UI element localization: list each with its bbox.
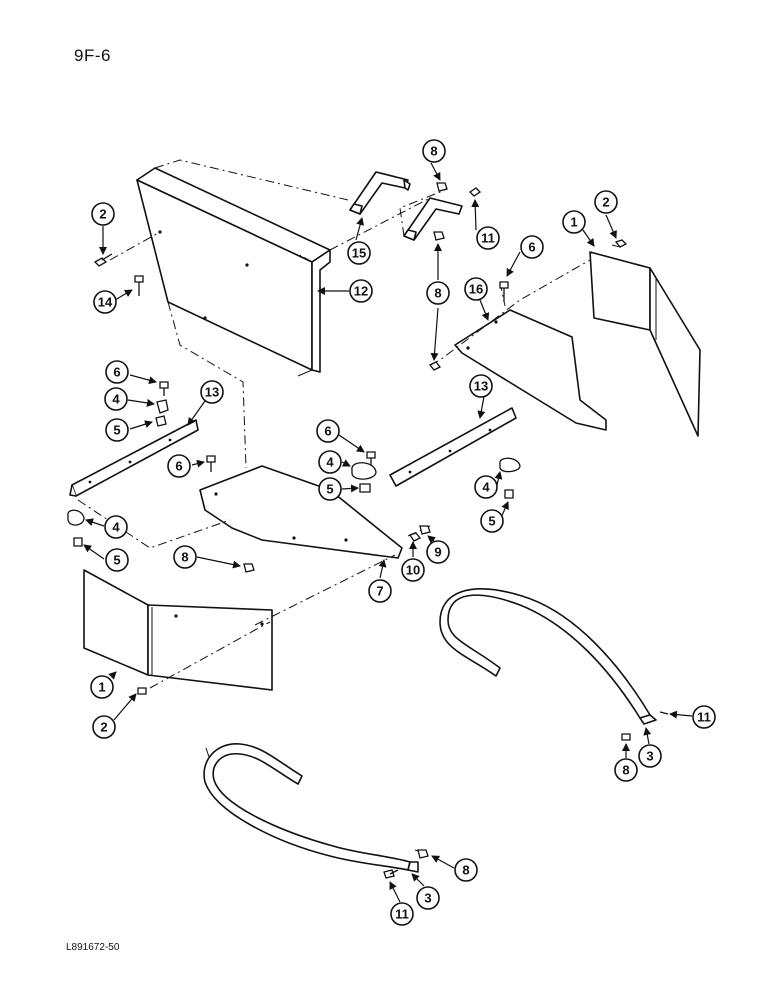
svg-text:13: 13 <box>474 379 488 394</box>
callout-6: 6 <box>167 454 191 478</box>
callout-5: 5 <box>480 509 504 533</box>
svg-text:5: 5 <box>488 514 495 529</box>
callout-13: 13 <box>200 380 224 404</box>
svg-text:2: 2 <box>602 195 609 210</box>
bracket-part-16 <box>454 309 607 431</box>
bracket-part-7 <box>199 465 403 559</box>
svg-text:6: 6 <box>175 459 182 474</box>
callout-5: 5 <box>318 477 342 501</box>
svg-text:6: 6 <box>113 365 120 380</box>
callout-9: 9 <box>426 540 450 564</box>
svg-text:3: 3 <box>646 749 653 764</box>
rod-part-3-right <box>439 588 657 725</box>
svg-text:7: 7 <box>376 584 383 599</box>
callout-4: 4 <box>104 515 128 539</box>
hardware <box>67 182 669 879</box>
svg-text:8: 8 <box>622 763 629 778</box>
side-shield-part-1-left <box>83 569 273 691</box>
rail-part-13-left <box>69 419 199 497</box>
callout-16: 16 <box>464 277 488 301</box>
callout-6: 6 <box>520 235 544 259</box>
svg-text:6: 6 <box>324 424 331 439</box>
callout-13: 13 <box>469 374 493 398</box>
svg-text:8: 8 <box>430 144 437 159</box>
svg-text:4: 4 <box>112 392 120 407</box>
svg-text:14: 14 <box>98 295 113 310</box>
callout-3: 3 <box>638 744 662 768</box>
handle-part-15b <box>403 197 463 241</box>
svg-text:4: 4 <box>482 480 490 495</box>
callout-8: 8 <box>614 758 638 782</box>
callout-8: 8 <box>454 858 478 882</box>
rail-part-13-right <box>389 407 517 487</box>
svg-text:11: 11 <box>697 710 711 725</box>
svg-text:5: 5 <box>326 482 333 497</box>
callout-15: 15 <box>347 241 371 265</box>
side-shield-part-1-right <box>589 251 701 437</box>
callout-2: 2 <box>594 190 618 214</box>
svg-text:13: 13 <box>205 385 219 400</box>
rod-part-3-lower <box>203 743 419 873</box>
callout-3: 3 <box>416 886 440 910</box>
svg-text:8: 8 <box>462 863 469 878</box>
page-number-label: 9F-6 <box>74 46 111 65</box>
svg-text:8: 8 <box>434 286 441 301</box>
callout-2: 2 <box>92 715 116 739</box>
callout-8: 8 <box>173 545 197 569</box>
callout-2: 2 <box>91 202 115 226</box>
callout-1: 1 <box>90 675 114 699</box>
svg-text:6: 6 <box>528 240 535 255</box>
svg-text:4: 4 <box>326 455 334 470</box>
callout-14: 14 <box>93 290 117 314</box>
svg-text:4: 4 <box>112 520 120 535</box>
callout-8: 8 <box>422 139 446 163</box>
svg-text:9: 9 <box>434 545 441 560</box>
svg-text:12: 12 <box>354 284 368 299</box>
svg-text:8: 8 <box>181 550 188 565</box>
figure-code-label: L891672-50 <box>66 942 120 953</box>
callout-12: 12 <box>349 279 373 303</box>
callout-6: 6 <box>105 360 129 384</box>
svg-text:11: 11 <box>395 907 409 922</box>
handle-part-15a <box>349 171 411 215</box>
callout-11: 11 <box>476 226 500 250</box>
svg-text:5: 5 <box>113 553 120 568</box>
svg-text:10: 10 <box>406 563 420 578</box>
callout-4: 4 <box>318 450 342 474</box>
svg-text:16: 16 <box>469 282 483 297</box>
callout-1: 1 <box>562 210 586 234</box>
callout-6: 6 <box>316 419 340 443</box>
callout-4: 4 <box>104 387 128 411</box>
callout-11: 11 <box>390 902 414 926</box>
svg-text:15: 15 <box>352 246 366 261</box>
shield-part-12 <box>136 167 331 377</box>
callout-11: 11 <box>692 705 716 729</box>
callout-5: 5 <box>105 418 129 442</box>
callout-4: 4 <box>474 475 498 499</box>
callout-7: 7 <box>368 579 392 603</box>
svg-text:11: 11 <box>481 231 495 246</box>
svg-text:2: 2 <box>99 207 106 222</box>
svg-text:1: 1 <box>570 215 577 230</box>
callout-10: 10 <box>401 558 425 582</box>
callout-8: 8 <box>426 281 450 305</box>
svg-text:3: 3 <box>424 891 431 906</box>
callout-5: 5 <box>105 548 129 572</box>
svg-text:2: 2 <box>100 720 107 735</box>
svg-text:1: 1 <box>98 680 105 695</box>
svg-text:5: 5 <box>113 423 120 438</box>
